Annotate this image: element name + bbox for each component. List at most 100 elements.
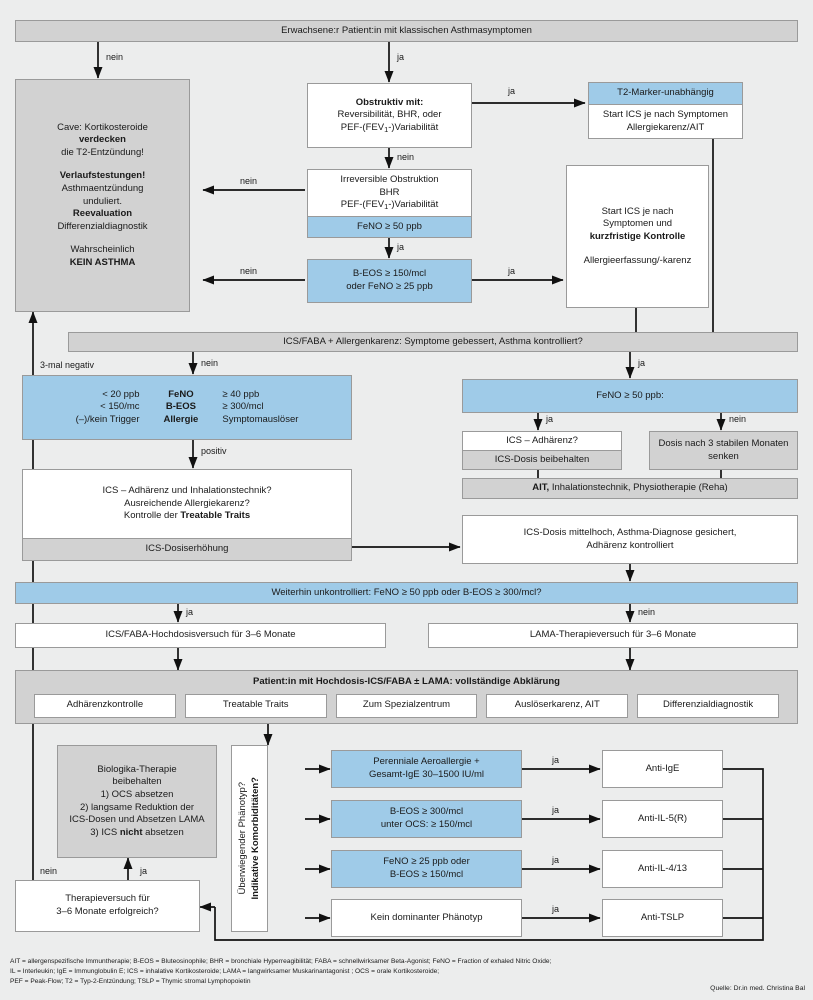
- edge-label-nein-beos: nein: [240, 266, 258, 276]
- panel-title: Patient:in mit Hochdosis-ICS/FABA ± LAMA…: [253, 676, 560, 687]
- node-icsfaba-bar[interactable]: ICS/FABA + Allergenkarenz: Symptome gebe…: [68, 332, 798, 352]
- cave-line-4: Verlaufstestungen!: [59, 170, 146, 182]
- t2-marker-body: Start ICS je nach Symptomen Allergiekare…: [589, 104, 742, 138]
- edge-label-ja-feno50: ja: [397, 242, 405, 252]
- edge-label-nein-dosissenken: nein: [729, 414, 747, 424]
- panel-item-adhaerenzkontrolle[interactable]: Adhärenzkontrolle: [34, 693, 176, 718]
- phenotype-question-text: Überwiegender Phänotyp? Indikative Komor…: [236, 777, 261, 900]
- panel-item-differenzialdiagnostik[interactable]: Differenzialdiagnostik: [637, 693, 779, 718]
- ait-bar-text: AIT, Inhalationstechnik, Physiotherapie …: [532, 482, 728, 494]
- adhaerenz-footer: ICS-Dosiserhöhung: [23, 538, 351, 560]
- triple-c1-l3: (–)/kein Trigger: [75, 413, 140, 425]
- t2-marker-line-1: Start ICS je nach Symptomen: [602, 108, 729, 120]
- node-dosis-senken[interactable]: Dosis nach 3 stabilen Monaten senken: [649, 431, 798, 470]
- adhaerenz-line-1: ICS – Adhärenz und Inhalationstechnik?: [102, 485, 272, 497]
- anti-il5-label: Anti-IL-5(R): [637, 812, 688, 824]
- triple-c3-l3: Symptomauslöser: [222, 413, 299, 425]
- ics-mittelhoch-line-1: ICS-Dosis mittelhoch, Asthma-Diagnose ge…: [523, 526, 737, 538]
- therapieversuch-line-2: 3–6 Monate erfolgreich?: [56, 906, 159, 917]
- node-start-ics-2[interactable]: Start ICS je nach Symptomen und kurzfris…: [566, 165, 709, 308]
- edge-label-nein-irreversible: nein: [240, 176, 258, 186]
- node-anti-ige[interactable]: Anti-IgE: [602, 750, 723, 788]
- triple-col-3: ≥ 40 ppb ≥ 300/mcl Symptomauslöser: [222, 389, 298, 427]
- node-weiterhin[interactable]: Weiterhin unkontrolliert: FeNO ≥ 50 ppb …: [15, 582, 798, 604]
- node-triple-criteria[interactable]: < 20 ppb < 150/mc (–)/kein Trigger FeNO …: [22, 375, 352, 440]
- node-therapieversuch[interactable]: Therapieversuch für 3–6 Monate erfolgrei…: [15, 880, 200, 932]
- therapieversuch-line-1: Therapieversuch für: [65, 893, 150, 905]
- adhaerenz-line-3: Kontrolle der Treatable Traits: [123, 510, 251, 522]
- panel-item-spezialzentrum[interactable]: Zum Spezialzentrum: [335, 693, 478, 718]
- node-anti-tslp[interactable]: Anti-TSLP: [602, 899, 723, 937]
- node-phenotype-4[interactable]: Kein dominanter Phänotyp: [331, 899, 522, 937]
- triple-c2-l3: Allergie: [163, 413, 199, 425]
- legend-footnote: AIT = allergenspezifische Immuntherapie;…: [10, 957, 650, 987]
- irreversible-body: Irreversible Obstruktion BHR PEF-(FEV1-)…: [308, 170, 471, 216]
- node-anti-il5[interactable]: Anti-IL-5(R): [602, 800, 723, 838]
- node-lama[interactable]: LAMA-Therapieversuch für 3–6 Monate: [428, 623, 798, 648]
- node-ics-mittelhoch[interactable]: ICS-Dosis mittelhoch, Asthma-Diagnose ge…: [462, 515, 798, 564]
- dosis-senken-line-1: Dosis nach 3 stabilen Monaten: [658, 437, 789, 449]
- node-ics-adhaerenz[interactable]: ICS – Adhärenz? ICS-Dosis beibehalten: [462, 431, 622, 470]
- edge-label-ja-anti-il5: ja: [552, 805, 560, 815]
- phenotype-1-line-2: Gesamt-IgE 30–1500 IU/ml: [368, 769, 485, 780]
- node-panel[interactable]: Patient:in mit Hochdosis-ICS/FABA ± LAMA…: [15, 670, 798, 724]
- anti-il4-13-label: Anti-IL-4/13: [637, 862, 688, 874]
- node-adhaerenz[interactable]: ICS – Adhärenz und Inhalationstechnik? A…: [22, 469, 352, 561]
- phenotype-3-line-1: FeNO ≥ 25 ppb oder: [383, 856, 470, 868]
- start-ics2-line-1: Start ICS je nach: [601, 205, 674, 217]
- cave-line-10: KEIN ASTHMA: [69, 256, 136, 268]
- ics-adhaerenz-bottom: ICS-Dosis beibehalten: [463, 450, 621, 469]
- node-t2-marker[interactable]: T2-Marker-unabhängig Start ICS je nach S…: [588, 82, 743, 139]
- legend-line-2: IL = Interleukin; IgE = Immunglobulin E;…: [10, 968, 440, 976]
- node-irreversible[interactable]: Irreversible Obstruktion BHR PEF-(FEV1-)…: [307, 169, 472, 238]
- node-phenotype-3[interactable]: FeNO ≥ 25 ppb oder B-EOS ≥ 150/mcl: [331, 850, 522, 888]
- triple-c3-l2: ≥ 300/mcl: [222, 401, 264, 413]
- triple-c2-l2: B-EOS: [165, 401, 196, 413]
- triple-col-2: FeNO B-EOS Allergie: [164, 389, 199, 427]
- edge-label-ja-beos: ja: [508, 266, 516, 276]
- triple-col-1: < 20 ppb < 150/mc (–)/kein Trigger: [76, 389, 140, 427]
- start-ics2-line-4: Allergieerfassung/-karenz: [583, 254, 692, 266]
- biologika-line-3: 1) OCS absetzen: [100, 788, 174, 800]
- node-biologika[interactable]: Biologika-Therapie beibehalten 1) OCS ab…: [57, 745, 217, 858]
- panel-item-treatable-traits[interactable]: Treatable Traits: [184, 693, 327, 718]
- node-hochdosis[interactable]: ICS/FABA-Hochdosisversuch für 3–6 Monate: [15, 623, 386, 648]
- edge-label-nein-lama: nein: [638, 607, 656, 617]
- node-feno50[interactable]: FeNO ≥ 50 ppb:: [462, 379, 798, 413]
- node-cave[interactable]: Cave: Kortikosteroide verdecken die T2-E…: [15, 79, 190, 312]
- phenotype-2-line-1: B-EOS ≥ 300/mcl: [389, 806, 464, 818]
- anti-tslp-label: Anti-TSLP: [640, 911, 685, 923]
- cave-line-3: die T2-Entzündung!: [61, 146, 144, 158]
- node-beos[interactable]: B-EOS ≥ 150/mcl oder FeNO ≥ 25 ppb: [307, 259, 472, 303]
- node-phenotype-1[interactable]: Perenniale Aeroallergie + Gesamt-IgE 30–…: [331, 750, 522, 788]
- phenotype-2-line-2: unter OCS: ≥ 150/mcl: [380, 819, 473, 830]
- beos-line-2: oder FeNO ≥ 25 ppb: [346, 281, 433, 292]
- triple-c1-l1: < 20 ppb: [102, 388, 140, 400]
- adhaerenz-line-2: Ausreichende Allergiekarenz?: [124, 497, 250, 509]
- lama-label: LAMA-Therapieversuch für 3–6 Monate: [529, 629, 697, 641]
- node-obstruktiv[interactable]: Obstruktiv mit: Reversibilität, BHR, ode…: [307, 83, 472, 148]
- source-credit: Quelle: Dr.in med. Christina Bal: [710, 985, 805, 992]
- adhaerenz-body: ICS – Adhärenz und Inhalationstechnik? A…: [23, 470, 351, 538]
- triple-c3-l1: ≥ 40 ppb: [222, 388, 260, 400]
- obstruktiv-line-3: PEF-(FEV1-)Variabilität: [340, 121, 439, 134]
- node-ait-bar[interactable]: AIT, Inhalationstechnik, Physiotherapie …: [462, 478, 798, 499]
- edge-label-ja-start: ja: [397, 52, 405, 62]
- edge-label-ja-anti-il4: ja: [552, 855, 560, 865]
- irreversible-feno: FeNO ≥ 50 ppb: [308, 216, 471, 237]
- biologika-line-6: 3) ICS nicht absetzen: [90, 826, 184, 838]
- edge-label-ja-hochdosis: ja: [186, 607, 194, 617]
- cave-line-8: Differenzialdiagnostik: [57, 220, 148, 232]
- edge-label-nein-therapieversuch: nein: [40, 866, 58, 876]
- node-phenotype-question[interactable]: Überwiegender Phänotyp? Indikative Komor…: [231, 745, 268, 932]
- irreversible-line-2: BHR: [379, 186, 400, 198]
- phenotype-1-line-1: Perenniale Aeroallergie +: [373, 756, 480, 768]
- node-anti-il4-13[interactable]: Anti-IL-4/13: [602, 850, 723, 888]
- cave-line-1: Cave: Kortikosteroide: [57, 121, 148, 133]
- hochdosis-label: ICS/FABA-Hochdosisversuch für 3–6 Monate: [105, 629, 296, 641]
- legend-line-1: AIT = allergenspezifische Immuntherapie;…: [10, 958, 552, 965]
- node-phenotype-2[interactable]: B-EOS ≥ 300/mcl unter OCS: ≥ 150/mcl: [331, 800, 522, 838]
- node-start[interactable]: Erwachsene:r Patient:in mit klassischen …: [15, 20, 798, 42]
- panel-item-ausloeserkarenz[interactable]: Auslöserkarenz, AIT: [486, 693, 629, 718]
- biologika-line-4: 2) langsame Reduktion der: [79, 801, 195, 813]
